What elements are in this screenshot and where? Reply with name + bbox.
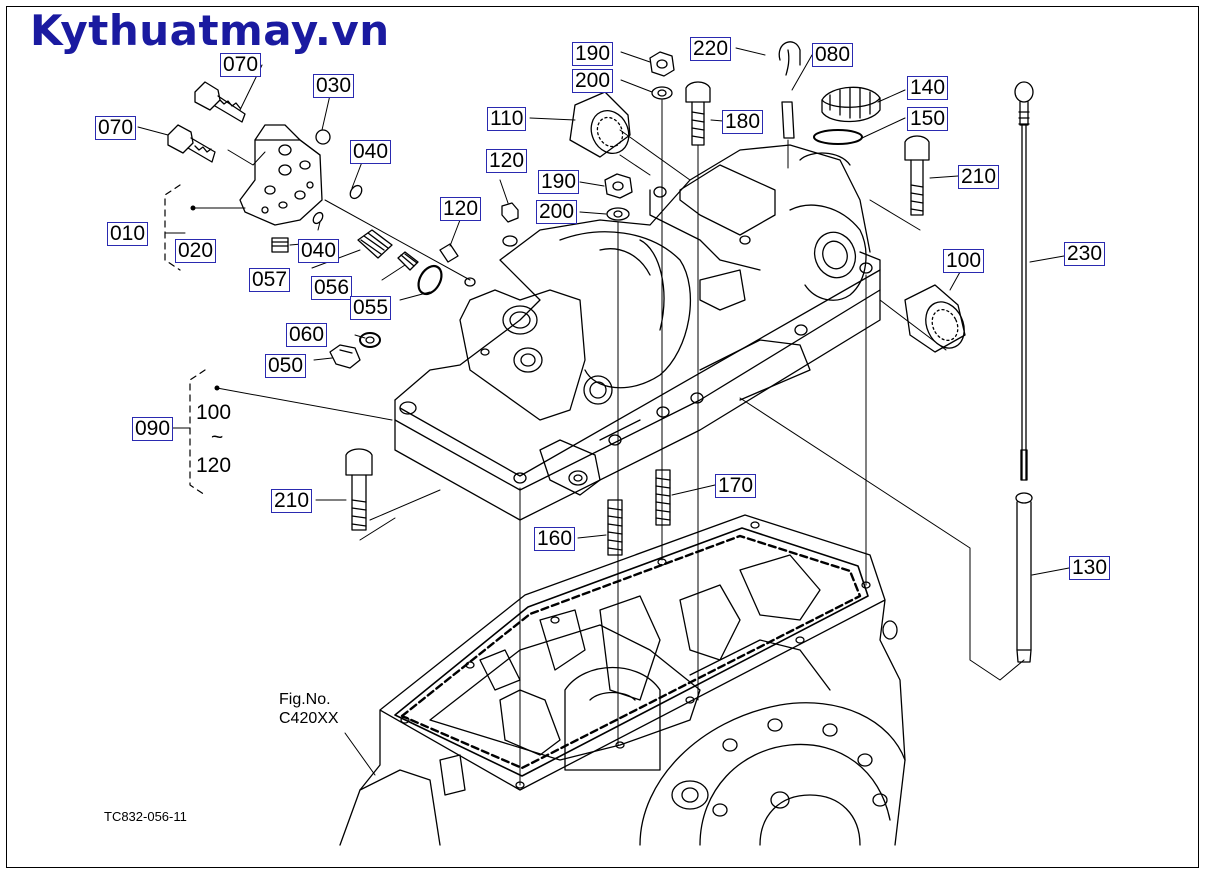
callout-120-left: 120 — [440, 197, 482, 221]
transmission-case — [339, 514, 906, 846]
group-brackets — [164, 184, 206, 496]
dipstick-230 — [1014, 81, 1034, 481]
callout-100: 100 — [943, 249, 985, 273]
callout-056: 056 — [311, 276, 353, 300]
drawing-code: TC832-056-11 — [104, 809, 187, 824]
callout-210-left: 210 — [271, 489, 313, 513]
callout-090: 090 — [132, 417, 174, 441]
callout-040-top: 040 — [350, 140, 392, 164]
callout-160: 160 — [534, 527, 576, 551]
callout-140: 140 — [907, 76, 949, 100]
studs-160-170 — [607, 469, 671, 556]
filler-cap-140 — [799, 86, 881, 166]
callout-040-bottom: 040 — [298, 239, 340, 263]
bolt-210-left — [345, 448, 373, 531]
callout-110: 110 — [487, 107, 527, 131]
callout-190-mid: 190 — [538, 170, 580, 194]
nut-190-200-top — [649, 51, 675, 100]
callout-030: 030 — [313, 74, 355, 98]
plug-050 — [329, 344, 361, 369]
bush-110 — [569, 91, 631, 158]
callout-220: 220 — [690, 37, 732, 61]
leader-lines — [137, 47, 1070, 786]
callout-230: 230 — [1064, 242, 1106, 266]
callout-170: 170 — [715, 474, 757, 498]
figure-reference-line1: Fig.No. — [279, 691, 331, 708]
callout-180: 180 — [722, 110, 764, 134]
callout-080: 080 — [812, 43, 854, 67]
callout-210-right: 210 — [958, 165, 1000, 189]
site-watermark: Kythuatmay.vn — [30, 6, 390, 55]
callout-010: 010 — [107, 222, 149, 246]
callout-070-top: 070 — [220, 53, 262, 77]
callout-130: 130 — [1069, 556, 1111, 580]
dipstick-220 — [778, 41, 801, 139]
figure-reference-line2: C420XX — [279, 710, 339, 727]
tube-130 — [1015, 492, 1033, 663]
callout-050: 050 — [265, 354, 307, 378]
banjo-bolt-070-b — [167, 124, 216, 163]
nut-190-200-mid — [501, 173, 633, 223]
bush-100 — [904, 284, 966, 353]
group-range-from: 100 — [196, 401, 232, 424]
bolt-210-right — [904, 135, 930, 216]
drawing-frame — [6, 6, 1199, 868]
callout-190-top: 190 — [572, 42, 614, 66]
group-range-to: 120 — [196, 454, 232, 477]
valve-block-010 — [239, 124, 323, 226]
callout-070-left: 070 — [95, 116, 137, 140]
callout-200-mid: 200 — [536, 200, 578, 224]
callout-055: 055 — [350, 296, 392, 320]
group-range-tilde: ~ — [211, 426, 224, 449]
banjo-bolt-070-a — [194, 81, 246, 123]
callout-150: 150 — [907, 107, 949, 131]
callout-200-top: 200 — [572, 69, 614, 93]
orings-and-small-parts — [271, 129, 443, 348]
bolt-180 — [685, 81, 711, 146]
relief-valve-057-056 — [357, 229, 459, 271]
callout-057: 057 — [249, 268, 291, 292]
figure-reference: Fig.No. C420XX — [277, 690, 341, 728]
callout-060: 060 — [286, 323, 328, 347]
callout-020: 020 — [175, 239, 217, 263]
callout-120-mid: 120 — [486, 149, 528, 173]
